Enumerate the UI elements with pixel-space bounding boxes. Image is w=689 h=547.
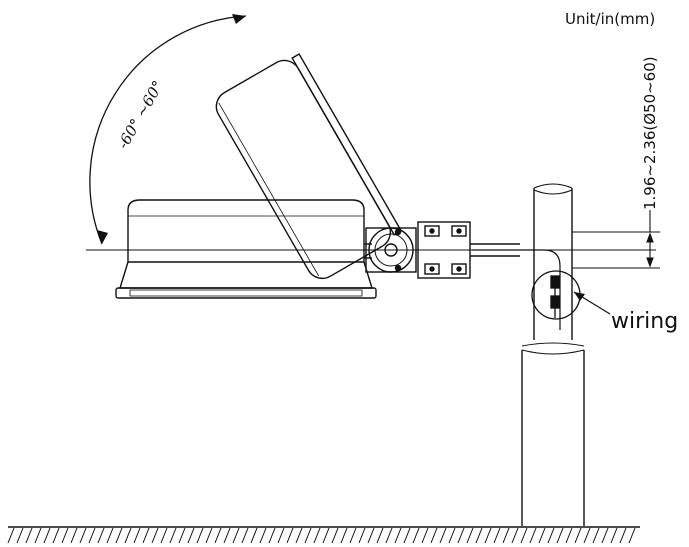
ground-hatch-line	[313, 527, 321, 544]
ground-hatch-line	[169, 527, 177, 544]
ground-hatch-line	[268, 527, 276, 544]
ground-hatch-line	[304, 527, 312, 544]
tilted-lamp-housing	[215, 53, 403, 280]
ground-hatch-line	[601, 527, 609, 544]
units-label: Unit/in(mm)	[565, 10, 655, 28]
ground-hatch-line	[25, 527, 33, 544]
ground-hatch-line	[448, 527, 456, 544]
ground-hatch-line	[529, 527, 537, 544]
ground-hatch-line	[160, 527, 168, 544]
angle-label: -60° ~60°	[114, 78, 167, 152]
rotation-arc	[89, 14, 247, 245]
ground-hatch-line	[340, 527, 348, 544]
pole	[521, 183, 585, 526]
ground-hatch-line	[439, 527, 447, 544]
arc-arrowhead-bottom	[97, 230, 108, 244]
ground-hatch-line	[556, 527, 564, 544]
ground-hatch-line	[367, 527, 375, 544]
ground-hatch-line	[205, 527, 213, 544]
ground-hatch-line	[286, 527, 294, 544]
ground-hatch-line	[574, 527, 582, 544]
ground-hatch-line	[565, 527, 573, 544]
ground-hatch-line	[394, 527, 402, 544]
ground-hatch-line	[295, 527, 303, 544]
ground-hatch-line	[43, 527, 51, 544]
ground-hatch-line	[583, 527, 591, 544]
ground-hatch-line	[475, 527, 483, 544]
ground-hatch-line	[214, 527, 222, 544]
ground-hatch-line	[493, 527, 501, 544]
ground-hatch-line	[538, 527, 546, 544]
wiring-label: wiring	[611, 309, 678, 334]
wire	[472, 249, 561, 330]
ground-hatch-line	[178, 527, 186, 544]
ground-hatch-line	[610, 527, 618, 544]
ground-hatch-line	[421, 527, 429, 544]
ground-hatch-line	[151, 527, 159, 544]
ground-hatch-line	[520, 527, 528, 544]
ground-hatch-line	[259, 527, 267, 544]
ground-hatch-line	[34, 527, 42, 544]
ground-hatch-line	[16, 527, 24, 544]
ground-hatch-line	[466, 527, 474, 544]
ground-hatch-line	[376, 527, 384, 544]
ground-hatch-line	[430, 527, 438, 544]
ground-hatch-line	[619, 527, 627, 544]
ground-hatch-line	[223, 527, 231, 544]
ground-hatch-line	[358, 527, 366, 544]
arc-arrowhead-top	[232, 14, 246, 24]
ground-hatch-line	[349, 527, 357, 544]
ground-hatch-line	[403, 527, 411, 544]
ground-hatch-line	[502, 527, 510, 544]
ground-hatch-line	[484, 527, 492, 544]
ground-hatch-line	[592, 527, 600, 544]
ground-hatch-line	[52, 527, 60, 544]
dimension-indicator	[572, 210, 660, 269]
ground-hatch-line	[457, 527, 465, 544]
ground-hatch-line	[115, 527, 123, 544]
ground-hatch-line	[196, 527, 204, 544]
pivot-joint	[365, 227, 417, 273]
ground-hatch-line	[241, 527, 249, 544]
ground-hatch-line	[70, 527, 78, 544]
dimension-label: 1.96~2.36(Ø50~60)	[641, 56, 659, 210]
ground	[7, 526, 640, 544]
ground-hatch-line	[412, 527, 420, 544]
ground-hatch-line	[277, 527, 285, 544]
ground-hatch-line	[331, 527, 339, 544]
ground-hatch-line	[187, 527, 195, 544]
ground-hatch-line	[61, 527, 69, 544]
wiring-detail	[531, 270, 581, 320]
ground-hatch-line	[385, 527, 393, 544]
horizontal-lamp-housing	[115, 199, 377, 299]
ground-hatch-line	[106, 527, 114, 544]
ground-hatch-line	[88, 527, 96, 544]
ground-hatch-line	[124, 527, 132, 544]
mounting-bracket	[417, 221, 520, 279]
wiring-leader-arrowhead	[574, 292, 585, 301]
ground-hatch-line	[7, 527, 15, 544]
ground-hatch-line	[232, 527, 240, 544]
ground-hatch-line	[142, 527, 150, 544]
ground-hatch-line	[250, 527, 258, 544]
ground-hatch-line	[547, 527, 555, 544]
ground-hatch-line	[628, 527, 636, 544]
ground-hatch-line	[79, 527, 87, 544]
ground-hatch-line	[511, 527, 519, 544]
ground-hatch-line	[97, 527, 105, 544]
ground-hatch-line	[322, 527, 330, 544]
ground-hatch-line	[133, 527, 141, 544]
